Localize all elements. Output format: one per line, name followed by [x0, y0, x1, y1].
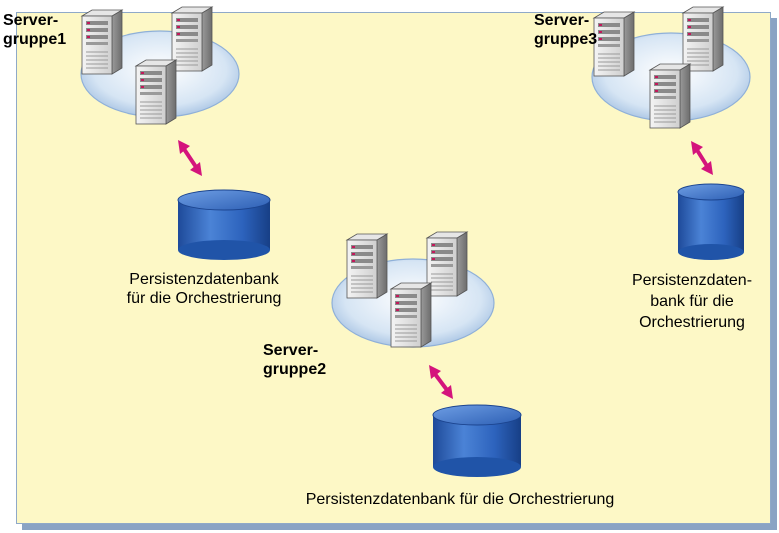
server-group-1 — [80, 6, 240, 125]
server-group-1-label: Server- gruppe1 — [3, 11, 66, 49]
database-2-label-line1: Persistenzdatenbank für die Orchestrieru… — [305, 491, 615, 508]
server-icon — [346, 233, 388, 299]
server-icon — [81, 9, 123, 75]
database-3-icon — [677, 183, 745, 260]
server-group-3-label-line2: gruppe3 — [534, 31, 598, 48]
server-group-2-label: Server- gruppe2 — [263, 341, 326, 379]
server-group-3 — [591, 6, 751, 129]
bidirectional-arrow-icon — [429, 365, 453, 399]
database-3-label-line3: Orchestrierung — [639, 314, 745, 331]
server-icon — [135, 59, 177, 125]
database-1-label-line1: Persistenzdatenbank — [129, 271, 279, 288]
server-icon — [426, 231, 468, 297]
server-group-2-label-line1: Server- — [263, 342, 319, 359]
server-group-3-label: Server- gruppe3 — [534, 11, 597, 49]
server-icon — [682, 6, 724, 72]
server-group-2 — [331, 231, 495, 348]
server-group-3-label-line1: Server- — [534, 12, 590, 29]
server-icon — [171, 6, 213, 72]
database-2-icon — [432, 404, 522, 477]
server-icon — [390, 282, 432, 348]
database-1-icon — [177, 189, 271, 260]
server-icon — [593, 11, 635, 77]
server-group-1-label-line2: gruppe1 — [3, 31, 67, 48]
database-1-label: Persistenzdatenbank für die Orchestrieru… — [94, 270, 314, 308]
database-1-label-line2: für die Orchestrierung — [126, 290, 282, 307]
database-3-label: Persistenzdaten- bank für die Orchestrie… — [612, 270, 772, 333]
bidirectional-arrow-icon — [178, 140, 202, 176]
server-group-1-label-line1: Server- — [3, 12, 59, 29]
database-2-label: Persistenzdatenbank für die Orchestrieru… — [230, 490, 690, 509]
server-icon — [649, 63, 691, 129]
bidirectional-arrow-icon — [691, 141, 713, 175]
server-group-2-label-line2: gruppe2 — [263, 361, 327, 378]
database-3-label-line1: Persistenzdaten- — [631, 272, 753, 289]
database-3-label-line2: bank für die — [650, 293, 734, 310]
